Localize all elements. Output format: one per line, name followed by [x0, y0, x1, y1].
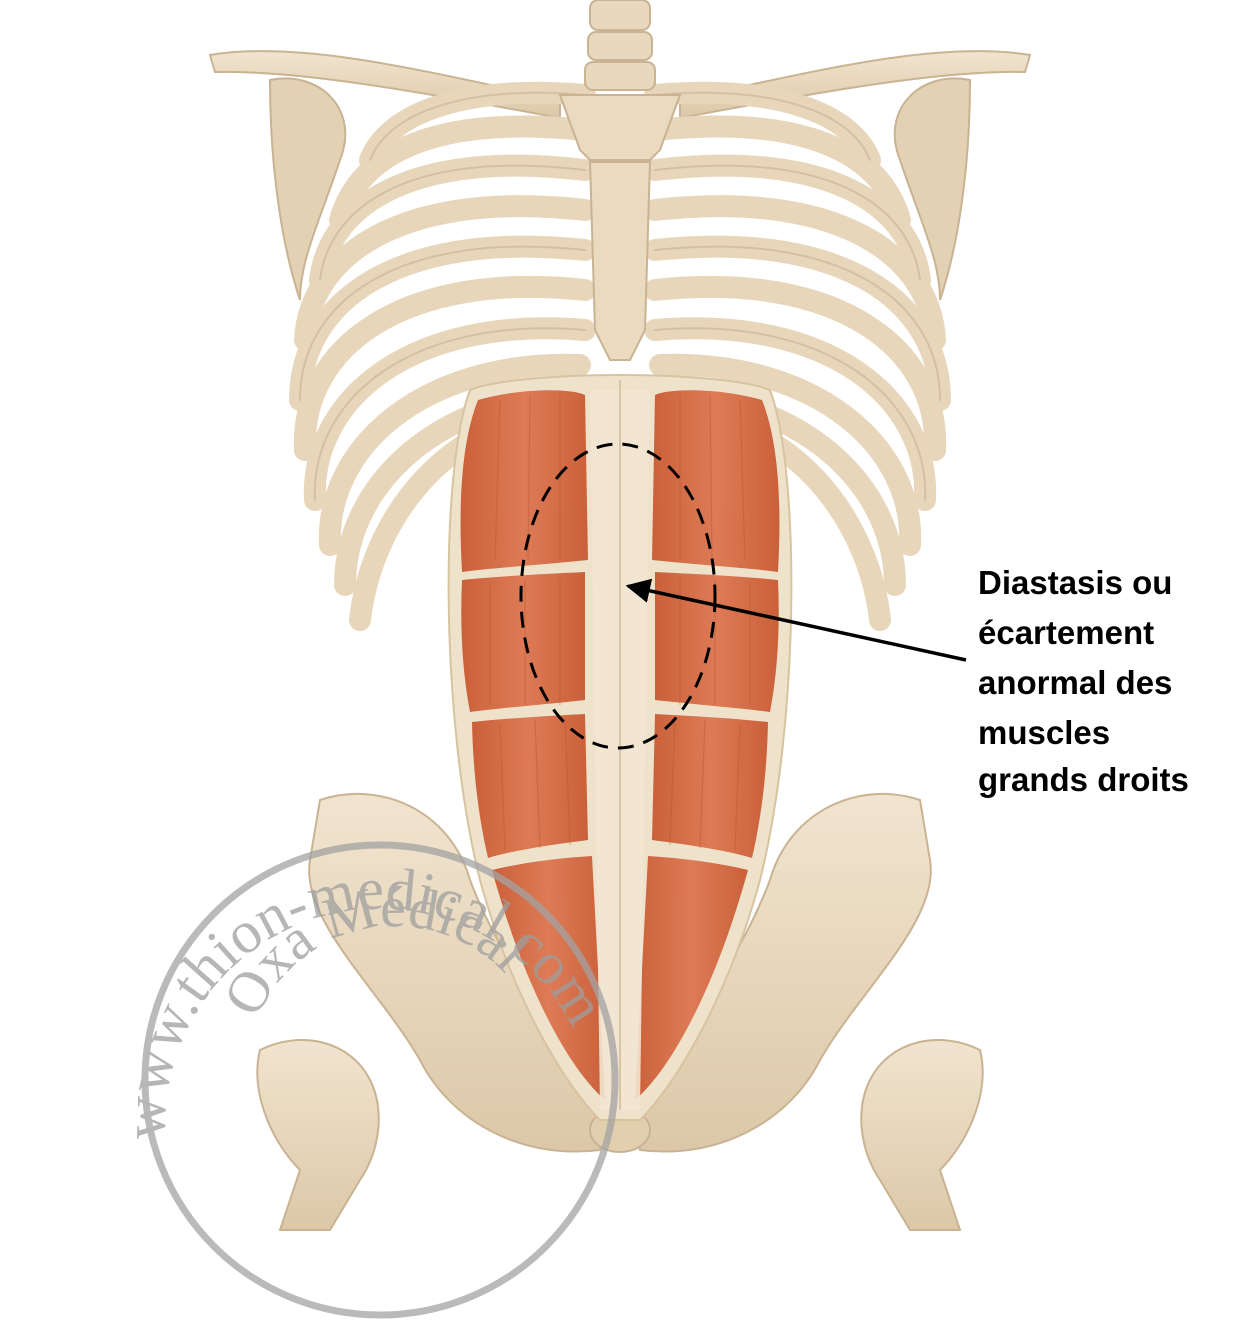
- annotation-line-5: grands droits: [978, 761, 1189, 798]
- sternum: [558, 94, 682, 361]
- annotation-arrow: [625, 578, 967, 662]
- rib-cage: [289, 81, 951, 631]
- annotation-line-1: Diastasis ou: [978, 564, 1173, 601]
- scapulae: [268, 77, 972, 301]
- watermark-ring: [141, 841, 619, 1319]
- rectus-abdominis: [447, 374, 793, 1121]
- diastasis-outline: [519, 442, 717, 750]
- pelvis: [256, 792, 984, 1231]
- spine-cervical: [584, 0, 656, 91]
- annotation-line-4: muscles: [978, 714, 1111, 751]
- annotation-line-2: écartement: [978, 614, 1155, 651]
- annotation-line-3: anormal des: [978, 664, 1173, 701]
